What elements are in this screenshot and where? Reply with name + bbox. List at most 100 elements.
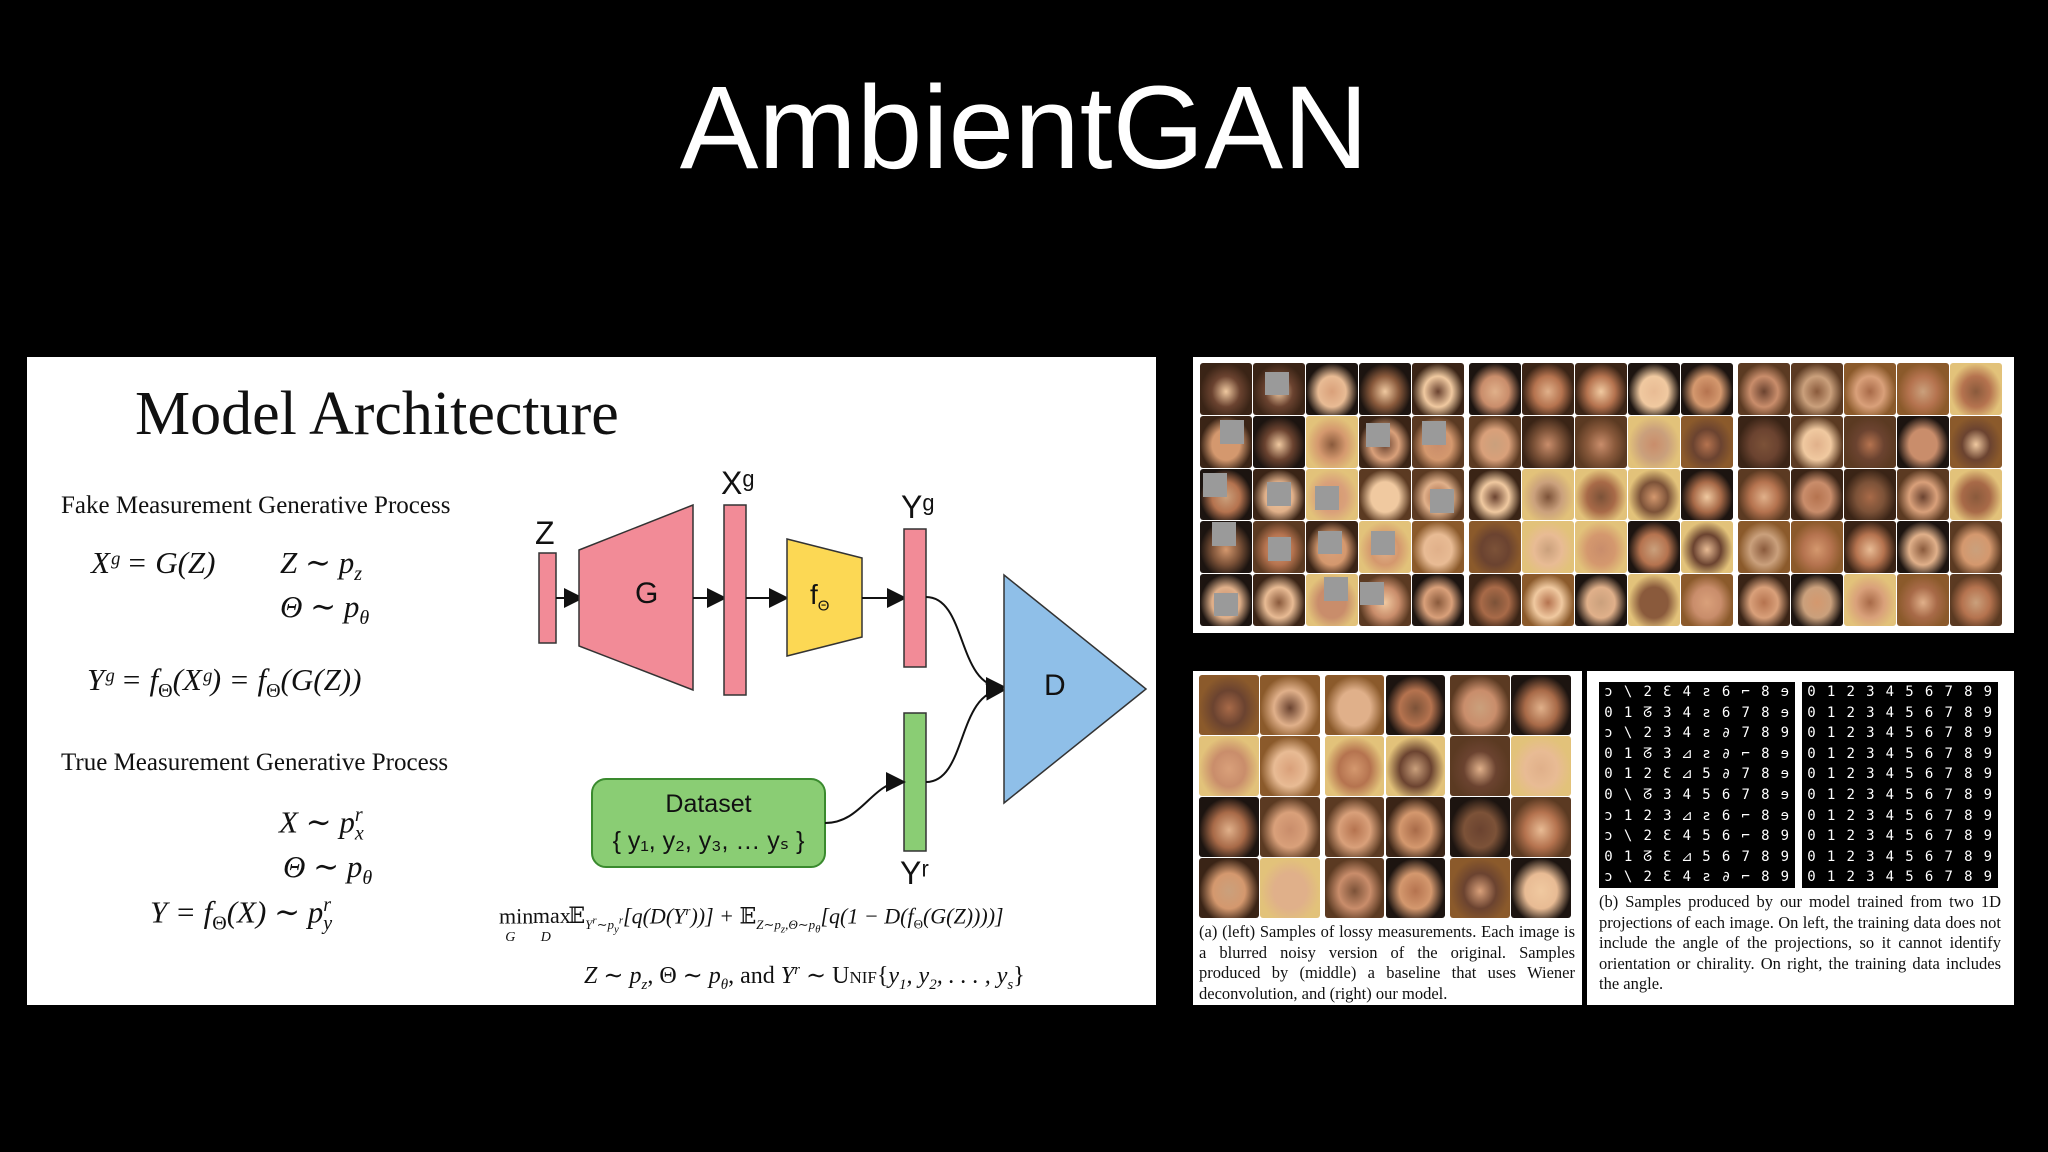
digit-sample: 8 (1761, 869, 1770, 886)
digit-sample: Ɛ (1663, 684, 1672, 700)
digit-sample: 9 (1983, 725, 1993, 742)
digit-sample: ƨ (1702, 704, 1711, 721)
digit-sample: ᘔ (1643, 848, 1653, 865)
sample-image-tile (1359, 468, 1411, 521)
digit-sample: ƨ (1702, 807, 1711, 824)
sample-image-tile (1359, 363, 1411, 415)
digit-sample: 7 (1944, 828, 1953, 845)
architecture-panel: Model Architecture Fake Measurement Gene… (27, 357, 1156, 1005)
digit-sample: 8 (1761, 725, 1770, 742)
digit-sample: 7 (1944, 787, 1953, 803)
digit-sample: 8 (1964, 828, 1973, 845)
z-vector-block (538, 552, 557, 644)
digit-sample: 1 (1623, 766, 1633, 783)
digit-sample: 1 (1826, 787, 1836, 803)
digit-sample: 4 (1885, 745, 1895, 762)
digit-sample: 2 (1846, 704, 1855, 721)
sample-image-tile (1450, 858, 1511, 918)
digit-sample: 2 (1643, 766, 1652, 783)
digit-sample: 3 (1663, 787, 1672, 803)
digit-sample: 8 (1964, 869, 1973, 886)
digit-sample: 2 (1846, 828, 1855, 845)
digit-sample: 1 (1826, 725, 1836, 742)
blur-samples-panel: (a) (left) Samples of lossy measurements… (1193, 671, 1582, 1005)
sample-image-tile (1412, 521, 1464, 574)
faces-samples-panel (1193, 357, 2014, 633)
yg-label: Yᵍ (901, 489, 935, 525)
equation-true-theta: Θ ∼ pθ (283, 849, 373, 890)
digit-sample: 8 (1761, 704, 1770, 721)
digit-sample: \ (1623, 684, 1633, 700)
digit-sample: 4 (1682, 725, 1692, 742)
digit-sample: 3 (1663, 807, 1672, 824)
sample-image-tile (1324, 675, 1385, 735)
digit-sample: 5 (1905, 807, 1914, 824)
sample-image-tile (1628, 521, 1680, 574)
architecture-heading: Model Architecture (135, 380, 619, 448)
sample-image-tile (1681, 363, 1733, 415)
digit-sample: 5 (1905, 725, 1914, 742)
digit-sample: 4 (1885, 704, 1895, 721)
digit-sample: 0 (1604, 745, 1613, 762)
sample-image-tile (1306, 363, 1358, 415)
equation-z-prior: Z ∼ pz (280, 545, 363, 586)
slide-title: AmbientGAN (679, 62, 1369, 194)
sample-image-tile (1628, 574, 1680, 626)
digit-sample: ɘ (1780, 766, 1790, 783)
digit-sample: ƨ (1702, 869, 1711, 886)
digit-sample: 7 (1944, 725, 1953, 742)
digit-sample: 9 (1780, 869, 1790, 886)
equation-theta-prior: Θ ∼ pθ (280, 589, 370, 630)
digit-sample: 8 (1761, 684, 1770, 700)
digit-sample: ɔ (1604, 828, 1613, 845)
digit-sample: 7 (1944, 766, 1953, 783)
digit-sample: 0 (1807, 684, 1816, 700)
digit-sample: 5 (1702, 848, 1711, 865)
digit-sample: 3 (1866, 869, 1875, 886)
digit-sample: ɘ (1780, 787, 1790, 803)
sample-image-tile (1469, 363, 1521, 415)
digit-sample: 1 (1826, 869, 1836, 886)
digit-sample: 5 (1702, 787, 1711, 803)
digit-sample: 4 (1682, 787, 1692, 803)
caption-b: (b) Samples produced by our model traine… (1599, 892, 2001, 993)
digit-sample: ɔ (1604, 869, 1613, 886)
digit-sample: ƨ (1702, 684, 1711, 700)
sample-image-tile (1253, 574, 1305, 626)
digit-sample: 1 (1826, 848, 1836, 865)
occlusion-patch (1421, 420, 1446, 445)
sample-image-tile (1199, 736, 1259, 796)
digit-sample: 3 (1866, 725, 1875, 742)
digit-sample: ⌐ (1741, 745, 1750, 762)
digit-sample: 6 (1721, 807, 1731, 824)
digit-sample: 0 (1807, 787, 1816, 803)
sample-image-tile (1950, 363, 2002, 415)
true-process-heading: True Measurement Generative Process (61, 749, 449, 776)
digit-sample: 2 (1846, 869, 1855, 886)
sample-image-tile (1199, 797, 1259, 857)
occlusion-patch (1267, 536, 1292, 561)
digit-sample: 6 (1924, 848, 1934, 865)
digit-sample: \ (1623, 828, 1633, 845)
digit-sample: 6 (1721, 704, 1731, 721)
digit-sample: 9 (1983, 828, 1993, 845)
digit-sample: 7 (1944, 848, 1953, 865)
digit-sample: 2 (1846, 745, 1855, 762)
digit-sample: ɔ (1604, 807, 1613, 824)
occlusion-patch (1360, 581, 1385, 606)
digit-sample: 1 (1623, 704, 1633, 721)
digit-sample: 3 (1663, 745, 1672, 762)
digit-sample: 2 (1643, 807, 1652, 824)
sample-image-tile (1259, 675, 1320, 735)
digit-sample: 1 (1826, 704, 1836, 721)
digit-sample: 6 (1924, 807, 1934, 824)
d-label: D (1044, 669, 1066, 702)
sample-image-tile (1575, 363, 1627, 415)
digit-sample: Ɛ (1663, 848, 1672, 865)
sample-image-tile (1522, 363, 1574, 415)
digit-sample: 5 (1702, 766, 1711, 783)
digit-sample: 4 (1885, 766, 1895, 783)
digit-sample: ⌐ (1741, 684, 1750, 700)
digit-sample: 6 (1924, 828, 1934, 845)
equation-true-x: X ∼ pxr (279, 804, 364, 845)
